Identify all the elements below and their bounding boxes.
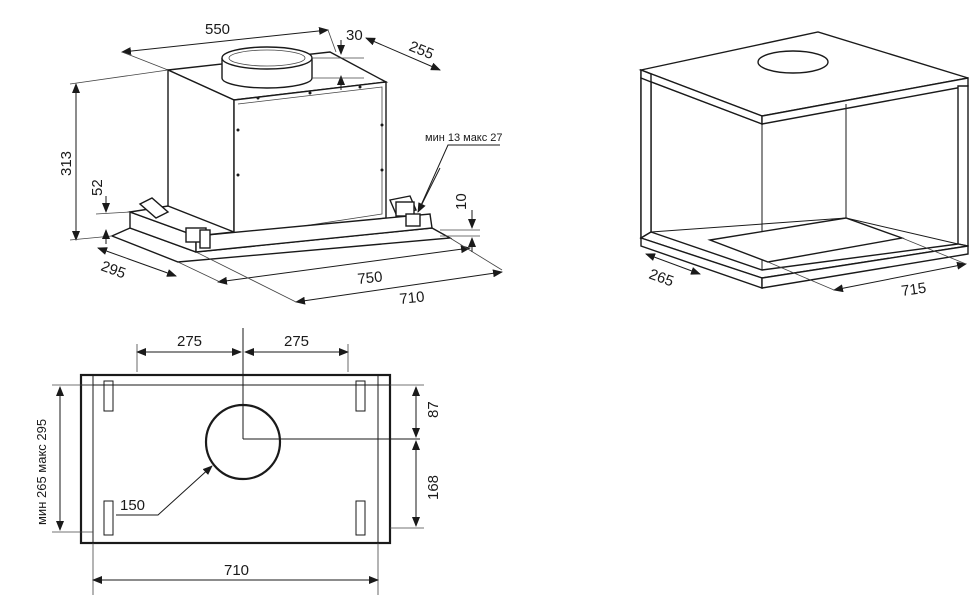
cutout-outline xyxy=(92,374,379,544)
dim-label-168: 168 xyxy=(425,475,442,500)
rivet xyxy=(358,85,362,89)
cutout-top-view: 275 275 87 168 150 710 мин 265 макс 295 xyxy=(34,328,442,595)
ext-line xyxy=(121,51,169,71)
ext-line xyxy=(327,29,337,53)
leader-150 xyxy=(116,465,213,516)
dim-label-295: 295 xyxy=(99,258,128,283)
bracket-slot-bottom-right xyxy=(355,500,366,536)
dim-line-265 xyxy=(645,253,701,275)
dim-label-depth-range: мин 265 макс 295 xyxy=(34,419,49,525)
ext-line xyxy=(177,261,221,283)
mounting-bracket-left xyxy=(138,197,211,249)
hood-isometric-view: 550 30 255 313 52 295 750 710 xyxy=(58,21,503,308)
rivet xyxy=(380,168,384,172)
cabinet-duct-hole xyxy=(757,50,829,74)
bracket-slot-bottom-left xyxy=(103,500,114,536)
rivet xyxy=(236,128,240,132)
dim-line-550 xyxy=(121,26,329,56)
mounting-bracket-right xyxy=(389,195,421,227)
dim-label-265: 265 xyxy=(647,266,676,291)
dim-line-255 xyxy=(365,37,441,71)
rivet xyxy=(236,173,240,177)
dim-line-750 xyxy=(217,245,471,285)
bracket-slot-top-left xyxy=(103,380,114,412)
dim-label-313: 313 xyxy=(58,151,75,176)
dim-label-30: 30 xyxy=(346,27,363,44)
dim-label-255: 255 xyxy=(407,38,437,63)
rivet xyxy=(308,91,312,95)
range-note: мин 13 макс 27 xyxy=(425,132,503,144)
dim-label-150: 150 xyxy=(120,497,145,514)
dim-label-275-right: 275 xyxy=(284,333,309,350)
dim-label-750: 750 xyxy=(357,268,384,288)
leader-range-note xyxy=(417,144,500,213)
dim-label-275-left: 275 xyxy=(177,333,202,350)
ext-line xyxy=(449,237,503,271)
rivet xyxy=(380,123,384,127)
cabinet-inner-edge xyxy=(650,81,763,125)
ext-line xyxy=(767,261,835,291)
leader-arrow xyxy=(417,167,441,213)
cabinet-top xyxy=(638,31,969,117)
dim-line-295 xyxy=(97,247,177,277)
dim-label-715: 715 xyxy=(900,280,927,300)
dim-label-52: 52 xyxy=(89,179,106,196)
cabinet-left-panel xyxy=(640,76,652,240)
dim-line-715 xyxy=(833,261,967,293)
dim-label-10: 10 xyxy=(453,193,470,210)
hood-lower-front xyxy=(195,213,433,253)
dim-line-710 xyxy=(295,269,503,305)
outer-panel-outline xyxy=(79,373,392,545)
ext-line xyxy=(901,237,967,265)
cabinet-isometric-view: 265 715 xyxy=(638,31,969,300)
ext-line xyxy=(69,69,169,85)
dim-label-710-top-view: 710 xyxy=(224,562,249,579)
ext-line xyxy=(95,211,131,215)
dim-label-87: 87 xyxy=(425,401,442,418)
cabinet-right-side xyxy=(957,85,969,247)
dim-label-550: 550 xyxy=(205,21,230,38)
ext-line xyxy=(195,251,297,303)
rivet xyxy=(256,96,260,100)
bracket-slot-top-right xyxy=(355,380,366,412)
duct-flange xyxy=(221,46,313,89)
hood-box-front-face xyxy=(233,81,387,241)
dim-label-710: 710 xyxy=(399,288,426,308)
